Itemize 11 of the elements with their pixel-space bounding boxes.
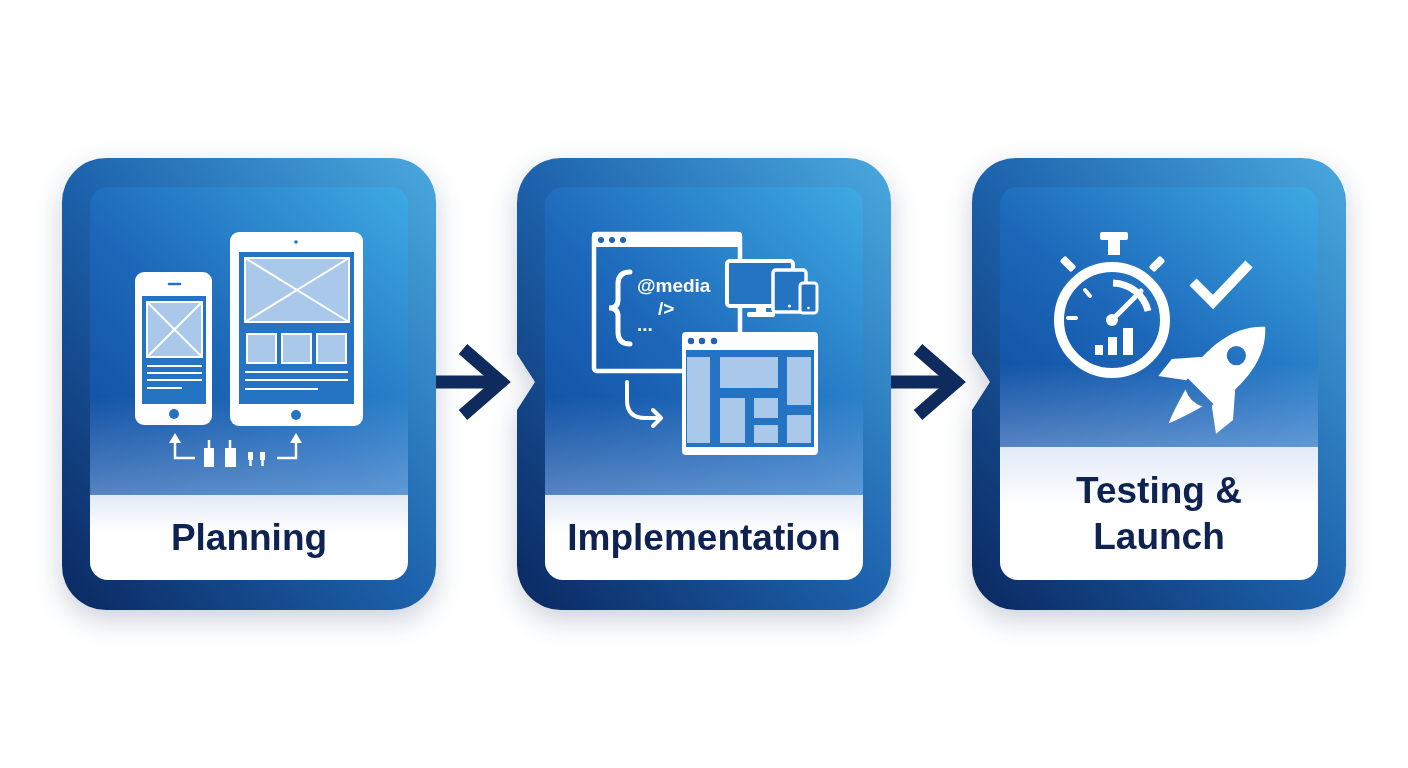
code-text: /> xyxy=(658,299,675,318)
step-card xyxy=(517,158,891,610)
step-title: Testing & Launch xyxy=(1075,469,1243,559)
step-card xyxy=(62,158,436,610)
step-title: Implementation xyxy=(567,515,841,560)
step-card xyxy=(972,158,1346,610)
arrow xyxy=(436,342,508,422)
code-text: ... xyxy=(637,315,653,334)
code-text: @media xyxy=(637,276,711,295)
step-title: Planning xyxy=(170,515,328,560)
arrow xyxy=(891,342,963,422)
